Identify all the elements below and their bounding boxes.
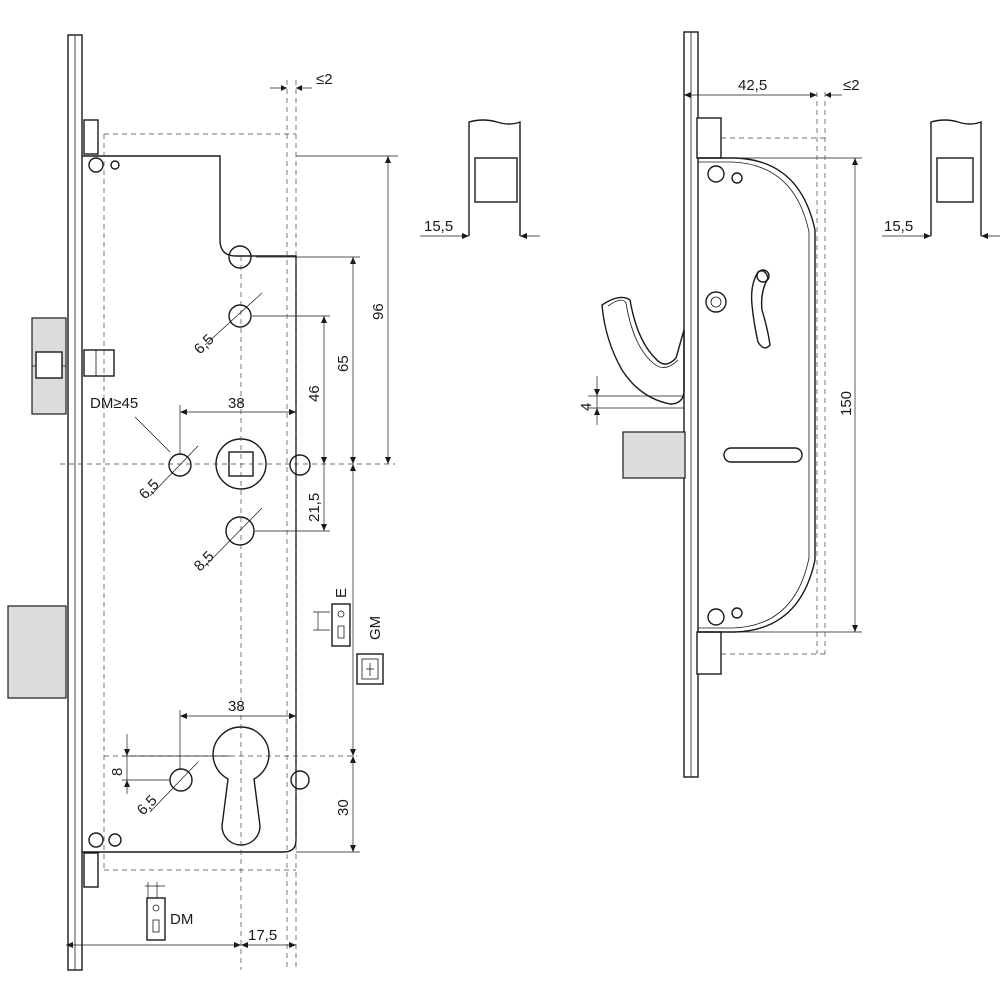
drop-21-5-label: 21,5 [306,493,323,522]
dimensions-front: ≤2 96 65 46 6,5 38 DM≥45 6,5 2 [66,71,398,948]
length-150-label: 150 [838,391,855,416]
dm-label: DM [170,911,193,928]
side-housing [698,157,816,633]
lock-front-view [7,34,395,971]
lock-body-outline [82,155,297,853]
screw-hole-right [289,454,311,476]
height-65-label: 65 [335,355,352,372]
screw-hole-top [228,245,252,269]
diameter-top-label: 6,5 [191,331,218,358]
hook-bolt [601,296,685,405]
width-38-bottom-label: 38 [228,698,245,715]
height-30-label: 30 [335,799,352,816]
screw-hole-6-5-top [228,304,252,328]
latch-follower [83,349,115,377]
hook-4-label: 4 [578,403,595,411]
side-dead-bolt [622,431,686,479]
dm-symbol [146,897,166,941]
depth-42-5-label: 42,5 [738,77,767,94]
gm-symbol [356,653,384,685]
dimensions-side: 42,5 ≤2 150 4 [578,77,862,633]
e-label: E [333,588,350,598]
offset-8-label: 8 [109,768,126,776]
lock-side-view [601,31,826,778]
diameter-left-label: 6,5 [136,476,163,503]
gm-label: GM [367,616,384,640]
height-96-label: 96 [370,303,387,320]
height-46-label: 46 [306,385,323,402]
width-38-top-label: 38 [228,395,245,412]
diameter-8-5-label: 8,5 [191,548,218,575]
keep-15-5-left-label: 15,5 [424,218,453,235]
offset-17-5-label: 17,5 [248,927,277,944]
diameter-bottom-label: 6,5 [134,792,161,819]
faceplate-top-slot [83,119,99,155]
faceplate-bottom-slot [83,852,99,888]
cam-slot [750,270,771,349]
screw-hole-bottom-right [290,770,310,790]
dm-min-label: DM≥45 [90,395,138,412]
e-symbol [331,603,351,647]
long-slot [723,447,803,463]
max-gap-right-label: ≤2 [843,77,860,94]
dead-bolt [7,605,67,699]
keep-15-5-right-label: 15,5 [884,218,913,235]
strike-profile-right: 15,5 [882,119,1000,239]
hole-8-5 [225,516,255,546]
side-center-hole [705,291,727,313]
max-gap-label: ≤2 [316,71,333,88]
strike-profile-left: 15,5 [420,119,540,239]
